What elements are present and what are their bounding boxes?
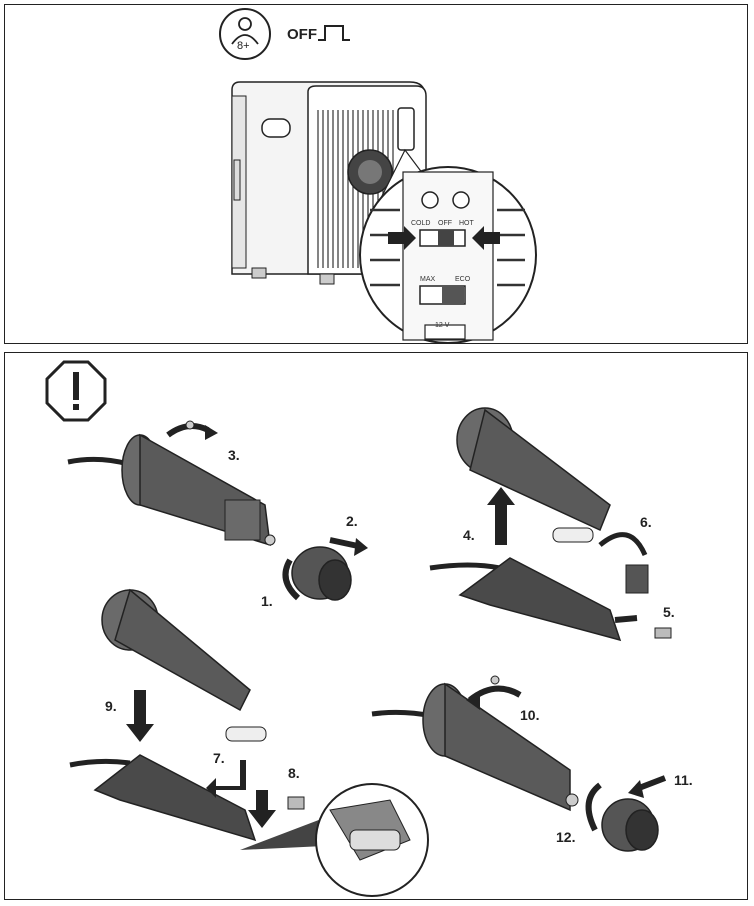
switch-label-hot: HOT [459, 220, 474, 227]
switch-label-cold: COLD [411, 220, 431, 227]
step-5-label: 5. [663, 604, 675, 620]
switch-label-eco: ECO [455, 276, 471, 283]
voltage-label: 12 V [435, 322, 450, 329]
off-label: OFF [287, 26, 317, 43]
step-3-label: 3. [228, 447, 240, 463]
step-8-label: 8. [288, 765, 300, 781]
switch-label-off: OFF [438, 220, 452, 227]
warning-octagon-icon [45, 360, 107, 422]
plug-disassembly-illustration [67, 420, 368, 601]
fuse-replacement-panel [4, 352, 748, 900]
switch-label-max: MAX [420, 276, 436, 283]
age-badge-text: 8+ [237, 40, 250, 52]
step-6-label: 6. [640, 514, 652, 530]
control-panel-zoom [359, 166, 537, 344]
step-11-label: 11. [674, 772, 693, 788]
step-7-label: 7. [213, 750, 225, 766]
age-8-plus-icon [219, 8, 271, 60]
fuse-removal-illustration [429, 407, 672, 642]
switch-off-symbol-icon [318, 25, 350, 41]
step-2-label: 2. [346, 513, 358, 529]
plug-reassembly-illustration [371, 675, 667, 852]
fuse-insert-illustration [69, 588, 429, 897]
step-10-label: 10. [520, 707, 540, 723]
step-12-label: 12. [556, 829, 576, 845]
step-4-label: 4. [463, 527, 475, 543]
step-9-label: 9. [105, 698, 117, 714]
step-1-label: 1. [261, 593, 273, 609]
